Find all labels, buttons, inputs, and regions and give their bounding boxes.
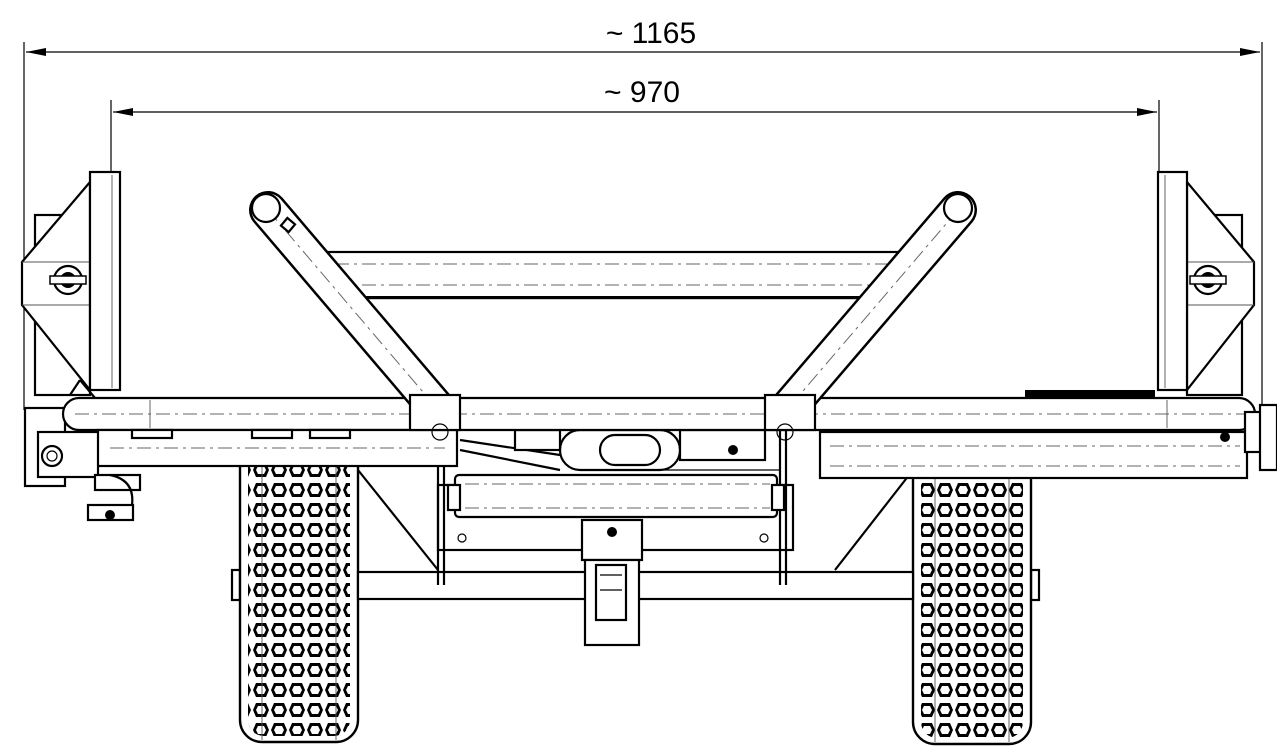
dimension-label-overall: ~ 1165: [606, 17, 696, 50]
right-tail-lamp: [1156, 170, 1256, 397]
left-tail-lamp: [20, 170, 122, 397]
dimension-label-inner: ~ 970: [604, 76, 680, 109]
right-v-arm: [763, 191, 977, 441]
left-hitch-clamp: [36, 379, 142, 522]
hitch-mechanism: [436, 428, 795, 647]
right-wheel: [911, 426, 1041, 746]
main-cross-tube: [23, 390, 1277, 488]
top-roller: [323, 250, 904, 300]
left-v-arm: [249, 191, 462, 441]
dimension-overall: ~ 1165: [23, 17, 1263, 410]
left-wheel: [230, 428, 360, 744]
dimension-inner: ~ 970: [110, 76, 1160, 175]
